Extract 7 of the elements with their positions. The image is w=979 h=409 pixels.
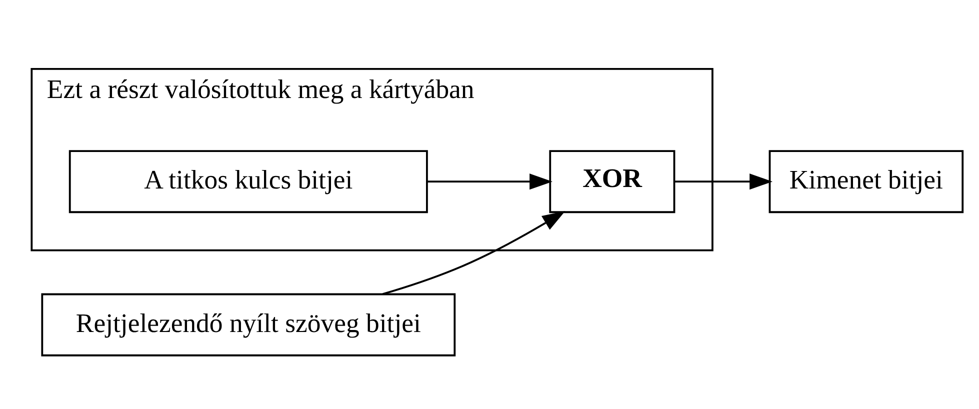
node-box: A titkos kulcs bitjei [68,150,428,214]
arrow [427,174,552,190]
arrow [382,211,566,296]
node-box: Kimenet bitjei [768,150,964,214]
node-box: XOR [549,150,676,214]
arrow [674,174,773,190]
node-box: Rejtjelezendő nyílt szöveg bitjei [41,293,456,356]
